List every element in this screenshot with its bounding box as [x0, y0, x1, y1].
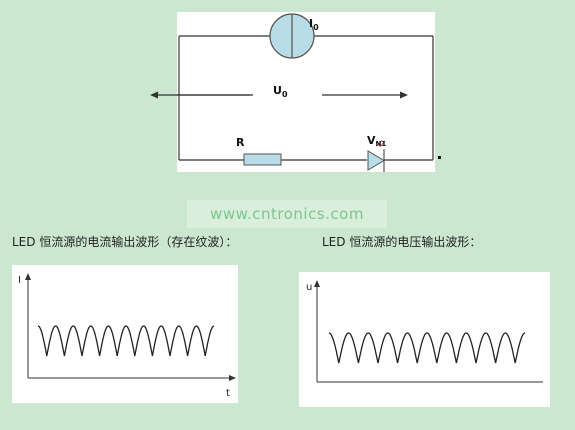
voltage-ripple-waveform [328, 332, 526, 364]
current-source-icon [269, 13, 315, 59]
resistor-icon [243, 153, 282, 166]
current-y-axis-label: I [18, 275, 21, 286]
led-label: VN1 [367, 134, 386, 148]
led-icon [367, 139, 386, 172]
voltage-y-axis-label: u [306, 282, 312, 293]
terminal-dot [438, 156, 441, 159]
current-ripple-waveform [37, 325, 215, 357]
caption-voltage-waveform: LED 恒流源的电压输出波形： [322, 235, 482, 249]
watermark: www.cntronics.com [187, 200, 387, 228]
caption-current-waveform: LED 恒流源的电流输出波形（存在纹波）： [12, 235, 238, 249]
current-x-axis-arrow-icon [229, 375, 236, 381]
voltage-label: U0 [273, 84, 288, 99]
current-waveform-panel: I t [12, 265, 238, 403]
current-y-axis-arrow-icon [25, 273, 31, 280]
source-label: I0 [309, 17, 319, 32]
voltage-arrow-right-icon [322, 91, 408, 99]
circuit-svg: I0 U0 R VN1 [177, 13, 434, 172]
voltage-waveform-chart: u [306, 280, 543, 383]
voltage-waveform-panel: u [299, 272, 550, 407]
current-waveform-chart: I t [18, 273, 236, 399]
voltage-y-axis-arrow-icon [314, 280, 320, 287]
current-x-axis-label: t [226, 388, 230, 399]
resistor-label: R [236, 136, 245, 149]
circuit-diagram: I0 U0 R VN1 [177, 12, 435, 172]
voltage-arrow-left-outer [150, 91, 253, 99]
